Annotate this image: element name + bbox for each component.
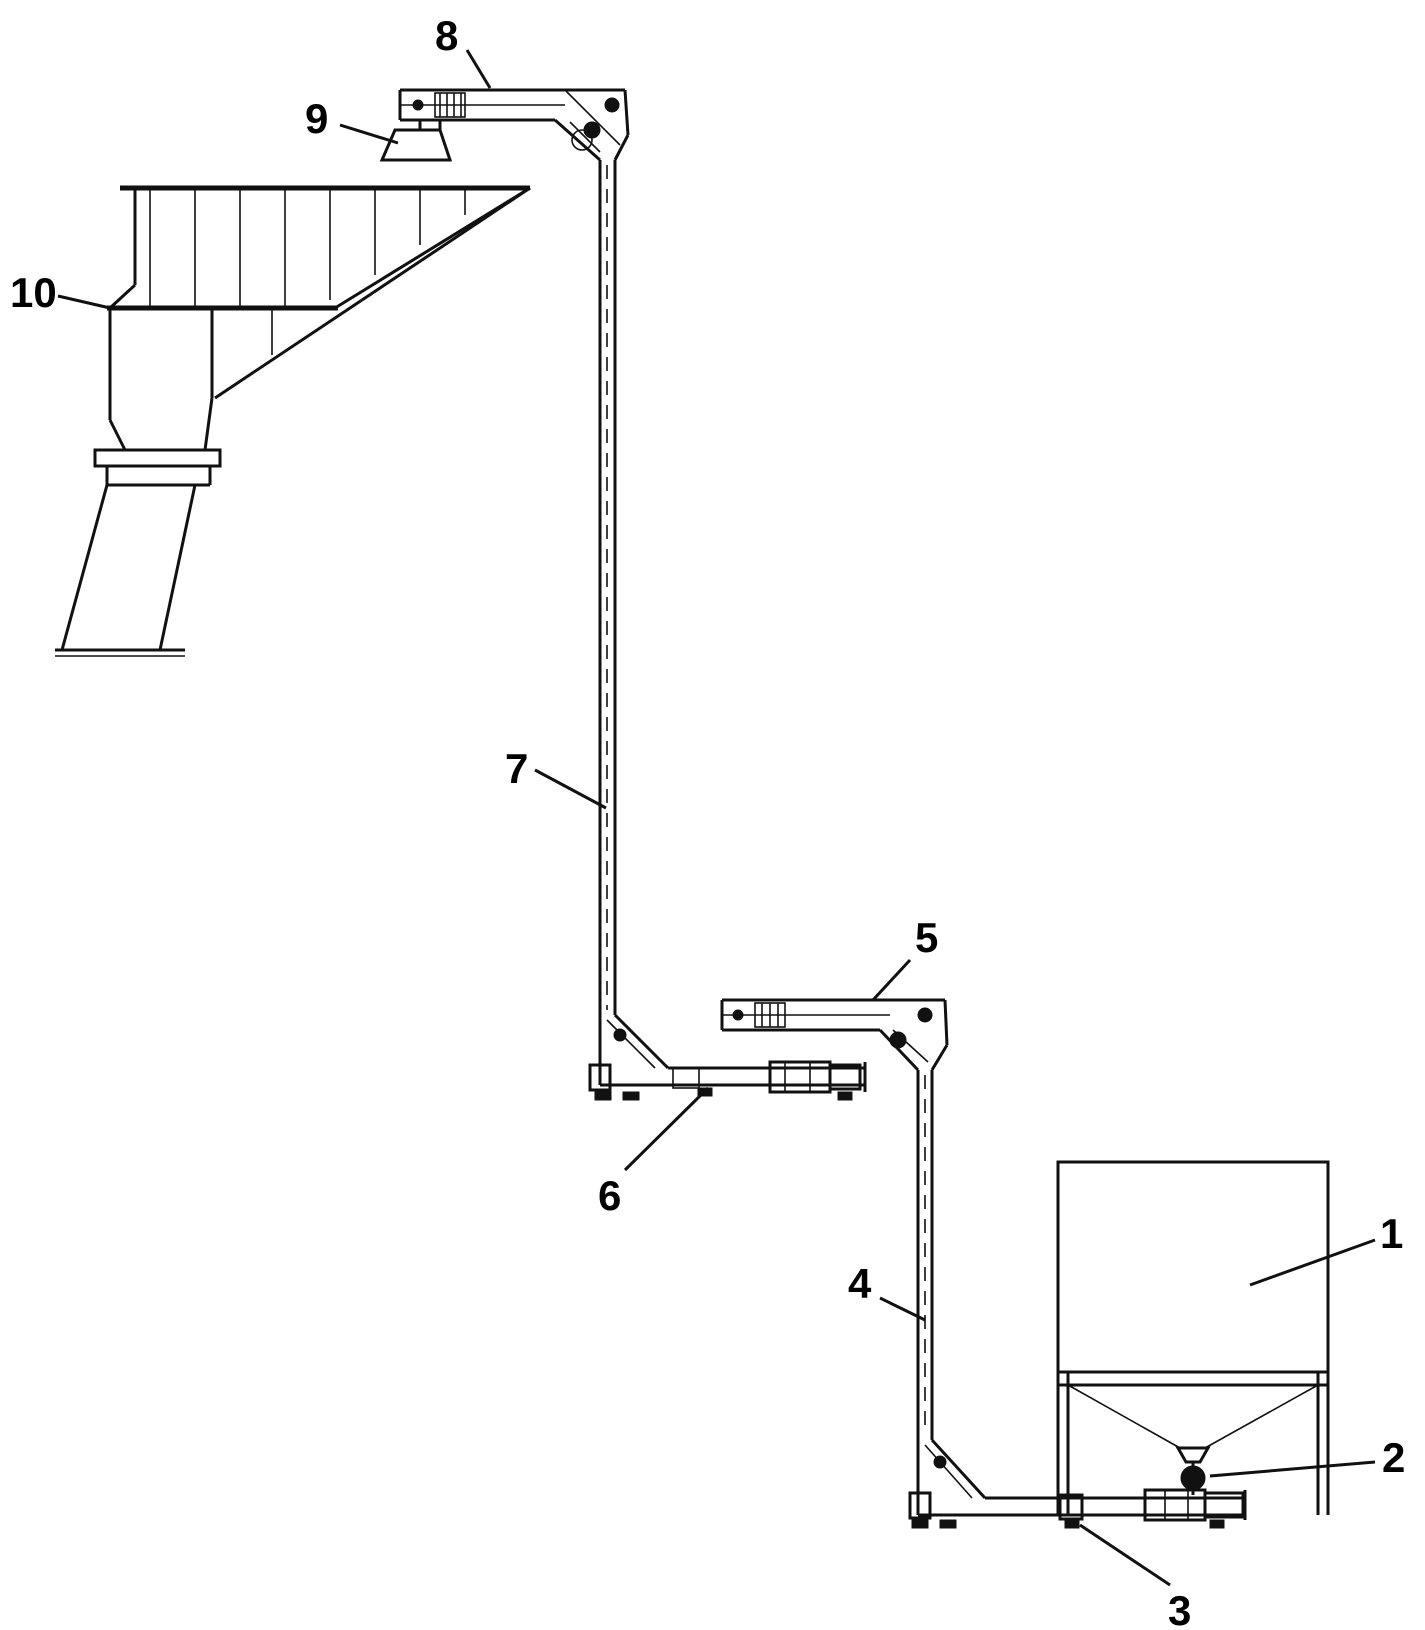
top-horizontal-conveyor [398,88,630,162]
callout-2: 2 [1382,1434,1405,1481]
discharge-nozzle [379,120,453,162]
callout-10: 10 [10,269,57,316]
middle-horizontal-conveyor [720,998,949,1072]
middle-lower-conveyor [588,1013,867,1101]
callout-1: 1 [1380,1210,1403,1257]
storage-silo [1056,1160,1330,1515]
callout-8: 8 [435,12,458,59]
callout-5: 5 [915,914,938,961]
callout-3: 3 [1168,1587,1191,1630]
callout-4: 4 [848,1260,872,1307]
tall-vertical-conveyor [598,160,617,1015]
leader-lines [57,49,1376,1587]
callout-9: 9 [305,95,328,142]
callout-7: 7 [505,745,528,792]
rotary-valve [1175,1446,1211,1495]
bottom-feed-conveyor [908,1438,1247,1529]
callout-6: 6 [598,1172,621,1219]
lower-vertical-conveyor [916,1070,934,1440]
receiving-hopper [55,185,531,657]
callout-labels: 1 2 3 4 5 6 7 8 9 10 [10,12,1405,1630]
